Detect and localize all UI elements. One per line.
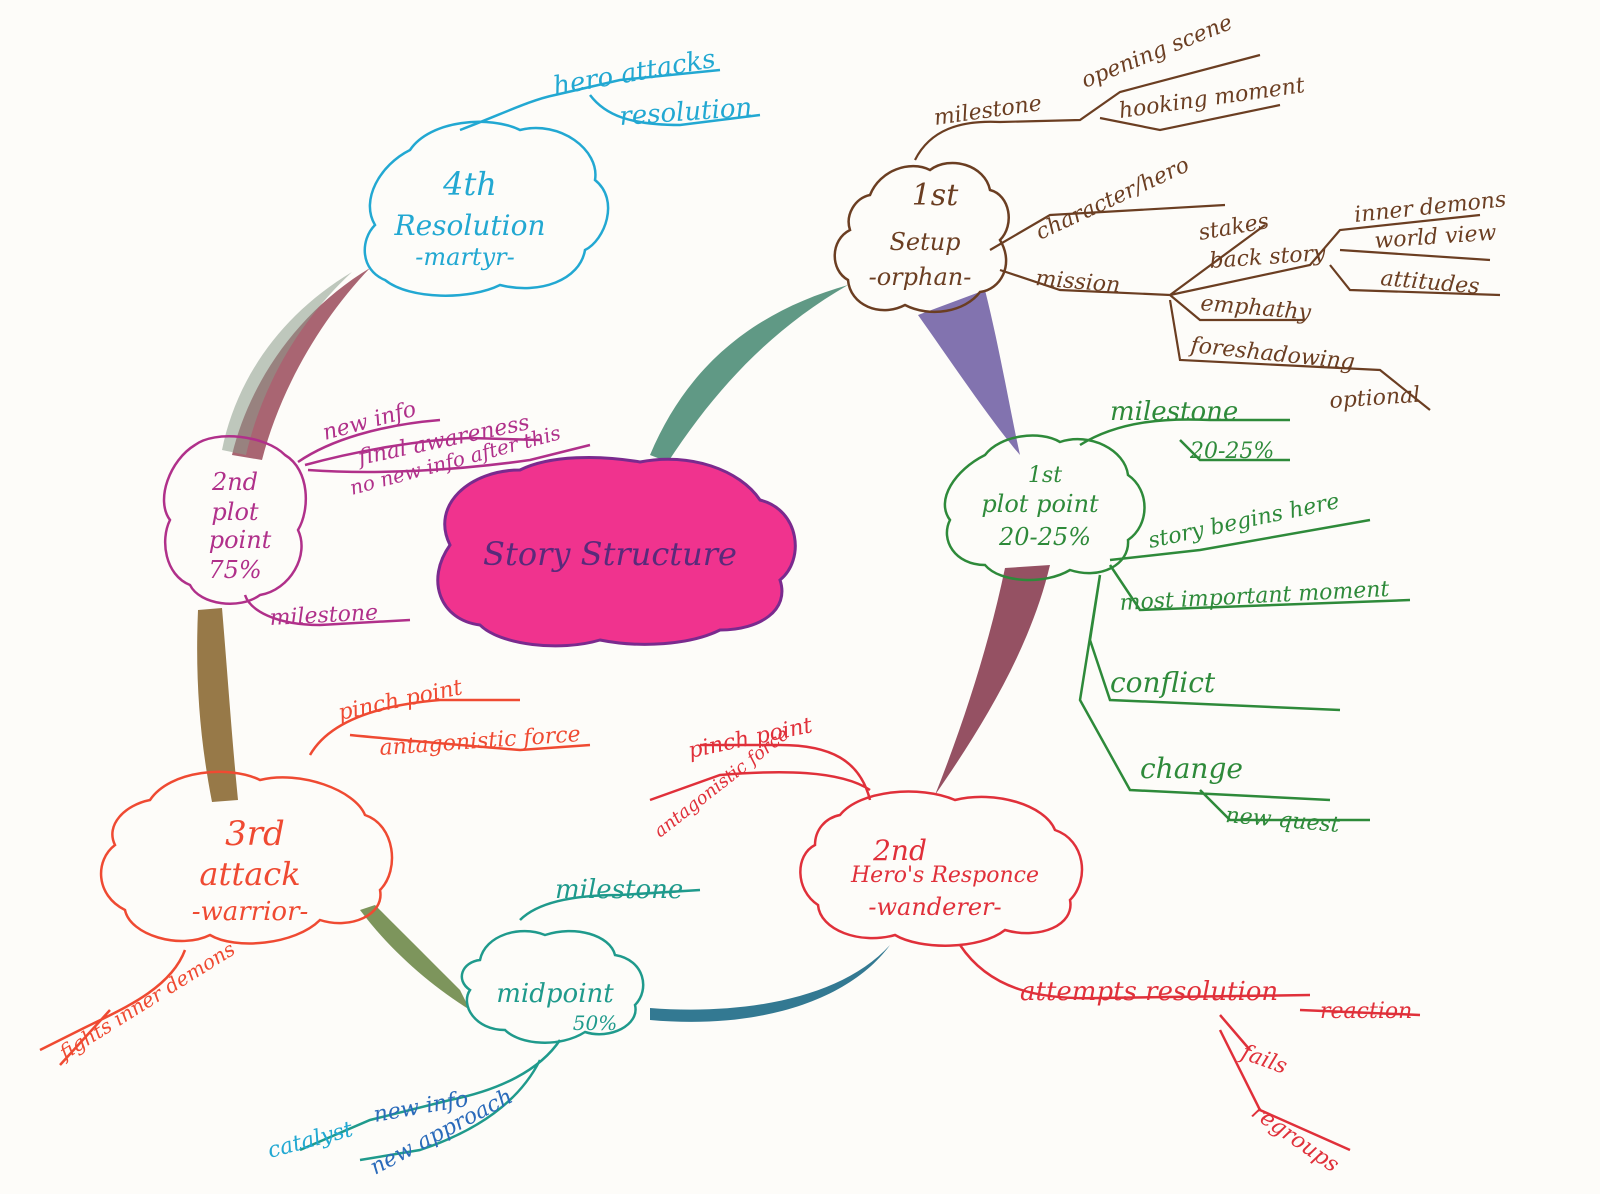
plot-point-2-node[interactable] (162, 418, 591, 627)
plot-point-1-branch-milestone: milestone (1110, 397, 1238, 427)
plot-point-1-branch-story-begins-here: story begins here (1146, 489, 1342, 554)
resolution-number: 4th (442, 165, 497, 203)
connector-plotpoint1-to-response (935, 565, 1050, 795)
setup-node[interactable] (833, 161, 1010, 314)
resolution-cloud (363, 120, 610, 297)
resolution-branch-hero-attacks: hero attacks (551, 44, 718, 102)
plot-point-2-number: 2nd (211, 468, 258, 496)
attack-name: attack (199, 855, 300, 893)
midpoint-cloud (460, 929, 645, 1044)
plot-point-1-number: 1st (1028, 463, 1062, 488)
setup-branch-milestone: milestone (932, 91, 1043, 131)
heros-response-branch-reaction: reaction (1320, 999, 1412, 1024)
heros-response-archetype: -wanderer- (868, 893, 1001, 921)
plot-point-1-branch-20-25: 20-25% (1189, 439, 1274, 464)
resolution-archetype: -martyr- (415, 243, 514, 271)
heros-response-branch-fails: fails (1236, 1039, 1290, 1079)
center-cloud (436, 455, 797, 648)
setup-branch-character-hero: character/hero (1032, 152, 1193, 245)
plot-point-1-percent: 20-25% (998, 523, 1091, 551)
plot-point-2-percent: 75% (208, 556, 261, 584)
center-node[interactable]: Story Structure (436, 455, 797, 648)
setup-branch-hooking-moment: hooking moment (1117, 73, 1306, 124)
heros-response-node[interactable] (649, 743, 1421, 1152)
midpoint-percent: 50% (573, 1011, 617, 1035)
connector-response-to-midpoint (650, 945, 890, 1022)
center-label: Story Structure (483, 535, 737, 573)
setup-branch-foreshadowing: foreshadowing (1187, 333, 1356, 375)
attack-branch-fights-inner-demons: fights inner demons (53, 937, 239, 1066)
setup-branch-attitudes: attitudes (1379, 266, 1480, 300)
connector-resolution-to-plotpoint2 (232, 268, 370, 460)
heros-response-name: Hero's Responce (850, 863, 1039, 888)
attack-node[interactable] (39, 698, 591, 1066)
midpoint-node[interactable] (299, 888, 701, 1162)
plot-point-2-cloud (162, 435, 308, 605)
midpoint-branch-catalyst: catalyst (265, 1117, 356, 1164)
setup-branch-world-view: world view (1374, 221, 1498, 254)
connector-plotpoint2-to-attack (197, 608, 238, 802)
resolution-branch-resolution: resolution (618, 93, 753, 132)
plot-point-1-branch-new-quest: new quest (1224, 803, 1340, 838)
plot-point-1-name: plot point (981, 490, 1099, 518)
heros-response-number: 2nd (872, 834, 927, 867)
attack-cloud (99, 770, 394, 945)
attack-archetype: -warrior- (192, 897, 309, 927)
setup-branches (914, 53, 1501, 411)
heros-response-branch-attempts-resolution: attempts resolution (1020, 977, 1278, 1007)
setup-branch-mission: mission (1034, 266, 1121, 298)
attack-branch-pinch-point: pinch point (336, 675, 465, 726)
plot-point-2-branch-milestone: milestone (269, 600, 379, 631)
setup-branch-back-story: back story (1209, 241, 1327, 274)
plot-point-1-node[interactable] (943, 418, 1411, 822)
plot-point-1-branch-most-important-moment: most important moment (1119, 577, 1390, 616)
plot-point-2-name-1: plot (211, 498, 258, 526)
plot-point-1-branch-change: change (1140, 752, 1243, 785)
setup-branch-stakes: stakes (1197, 209, 1271, 246)
heros-response-cloud (799, 790, 1084, 947)
connector-setup-to-plotpoint1 (918, 290, 1020, 455)
heros-response-branch-regroups: regroups (1247, 1099, 1344, 1177)
setup-cloud (833, 161, 1010, 314)
connector-center-to-setup (650, 285, 848, 462)
setup-title-number: 1st (912, 178, 959, 213)
attack-number: 3rd (225, 814, 285, 854)
plot-point-2-name-2: point (209, 526, 272, 554)
resolution-name: Resolution (394, 209, 546, 242)
setup-title-name: Setup (889, 228, 960, 256)
connector-attack-to-midpoint (360, 905, 470, 1010)
plot-point-1-branch-conflict: conflict (1110, 666, 1216, 699)
attack-branch-antagonistic-force: antagonistic force (379, 722, 582, 761)
midpoint-branch-milestone: milestone (555, 875, 683, 905)
setup-title-archetype: -orphan- (869, 263, 972, 291)
midpoint-name: midpoint (496, 979, 614, 1009)
setup-branch-opening-scene: opening scene (1078, 10, 1236, 93)
connector-resolution-to-plotpoint2-shade (222, 272, 352, 455)
setup-branch-optional: optional (1329, 383, 1421, 414)
resolution-node[interactable] (363, 68, 761, 297)
